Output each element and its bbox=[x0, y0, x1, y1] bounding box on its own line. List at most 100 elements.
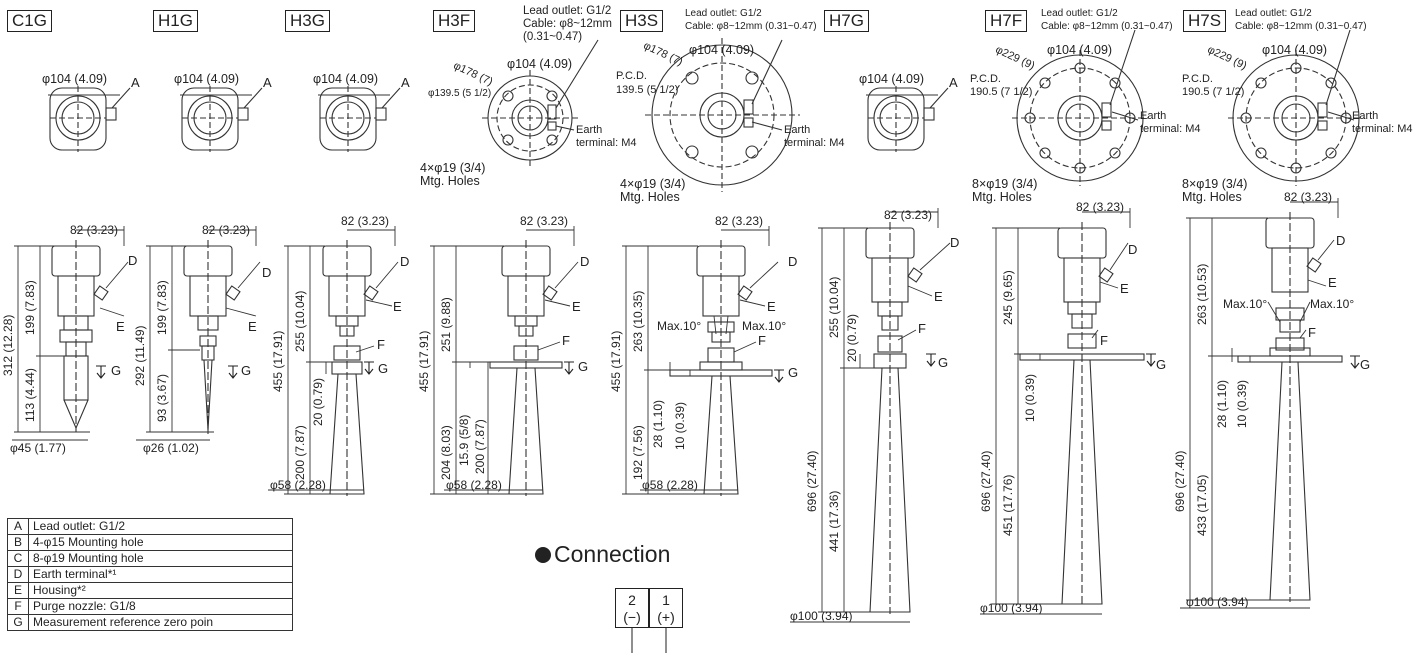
dim-192-h3s: 192 (7.56) bbox=[631, 425, 645, 480]
legend-key: C bbox=[7, 550, 29, 567]
dim-312-c1g: 312 (12.28) bbox=[1, 314, 15, 376]
legend-text: Purge nozzle: G1/8 bbox=[28, 598, 293, 615]
dim-255-h7g: 255 (10.04) bbox=[827, 276, 841, 338]
callout-a-c1g: A bbox=[131, 75, 140, 90]
side-view-h3g bbox=[322, 240, 379, 496]
dim-w82-h7g: 82 (3.23) bbox=[884, 208, 933, 222]
dim-455-h3f: 455 (17.91) bbox=[417, 330, 431, 392]
dim-phi104-h3g: φ104 (4.09) bbox=[313, 72, 379, 86]
callout-e-h3g: E bbox=[393, 299, 402, 314]
legend-text: 8-φ19 Mounting hole bbox=[28, 550, 293, 567]
dim-200-h3f: 200 (7.87) bbox=[473, 419, 487, 474]
dim-w82-h3s: 82 (3.23) bbox=[715, 214, 764, 228]
dim-113-c1g: 113 (4.44) bbox=[23, 368, 37, 422]
callout-d-c1g: D bbox=[128, 253, 138, 268]
callout-a-h3g: A bbox=[401, 75, 410, 90]
callout-f-h7f: F bbox=[1100, 333, 1108, 348]
pcd-label-h7s: P.C.D. bbox=[1182, 73, 1213, 85]
dim-251-h3f: 251 (9.88) bbox=[439, 297, 453, 352]
dim-455-h3g: 455 (17.91) bbox=[271, 330, 285, 392]
dim-phi104-c1g: φ104 (4.09) bbox=[42, 72, 108, 86]
callout-f-h3f: F bbox=[562, 333, 570, 348]
top-view-h3g bbox=[318, 86, 390, 152]
legend-text: Earth terminal*¹ bbox=[28, 566, 293, 583]
dim-phi58-h3f: φ58 (2.28) bbox=[446, 478, 502, 492]
dim-10-h7s: 10 (0.39) bbox=[1235, 379, 1249, 428]
side-view-h1g bbox=[183, 240, 241, 434]
terminal-2: 2 (−) bbox=[615, 588, 649, 628]
terminal-1: 1 (+) bbox=[649, 588, 683, 628]
bullet-icon bbox=[535, 547, 551, 563]
callout-g-h3f: G bbox=[578, 359, 589, 374]
top-view-h3s bbox=[645, 38, 800, 192]
dim-phi104-h7g: φ104 (4.09) bbox=[859, 72, 925, 86]
earth-terminal-h7s: terminal: M4 bbox=[1352, 123, 1413, 135]
dim-w82-h7f: 82 (3.23) bbox=[1076, 200, 1125, 214]
dim-phi104-h3s: φ104 (4.09) bbox=[689, 43, 755, 57]
holes-note-h7s: 8×φ19 (3/4) bbox=[1182, 177, 1248, 191]
dim-28-h3s: 28 (1.10) bbox=[651, 399, 665, 448]
top-view-h7f bbox=[1012, 50, 1148, 186]
dim-245-h7f: 245 (9.65) bbox=[1001, 270, 1015, 325]
side-view-h7f bbox=[1019, 222, 1145, 606]
lead-outlet-note-h3f: Lead outlet: G1/2 bbox=[523, 5, 612, 17]
cable-note-h7f: Cable: φ8~12mm (0.31~0.47) bbox=[1041, 21, 1173, 32]
dim-phi45-c1g: φ45 (1.77) bbox=[10, 441, 66, 455]
holes-note-h7f: 8×φ19 (3/4) bbox=[972, 177, 1038, 191]
earth-terminal-h3s: terminal: M4 bbox=[784, 137, 845, 149]
earth-terminal-h7f: terminal: M4 bbox=[1140, 123, 1201, 135]
terminal-2-sign: (−) bbox=[623, 609, 641, 625]
side-view-h3s bbox=[669, 240, 773, 496]
dim-phi104-h7s: φ104 (4.09) bbox=[1262, 43, 1328, 57]
legend-key: D bbox=[7, 566, 29, 583]
legend-text: Lead outlet: G1/2 bbox=[28, 518, 293, 535]
model-label-h7f: H7F bbox=[985, 10, 1028, 32]
earth-label-h3s: Earth bbox=[784, 124, 811, 136]
dim-w82-h7s: 82 (3.23) bbox=[1284, 190, 1333, 204]
dim-w82-h1g: 82 (3.23) bbox=[202, 223, 251, 237]
legend-key: G bbox=[7, 614, 29, 631]
callout-g-c1g: G bbox=[111, 363, 122, 378]
dim-455-h3s: 455 (17.91) bbox=[609, 330, 623, 392]
legend-text: 4-φ15 Mounting hole bbox=[28, 534, 293, 551]
model-label-h3f: H3F bbox=[433, 10, 476, 32]
dim-263-h3s: 263 (10.35) bbox=[631, 290, 645, 352]
legend-key: E bbox=[7, 582, 29, 599]
callout-f-h7g: F bbox=[918, 321, 926, 336]
dim-10-h7f: 10 (0.39) bbox=[1023, 373, 1037, 422]
connection-title: Connection bbox=[535, 541, 670, 567]
dim-292-h1g: 292 (11.49) bbox=[133, 325, 147, 387]
dim-451-h7f: 451 (17.76) bbox=[1001, 474, 1015, 536]
holes-label-h3s: Mtg. Holes bbox=[620, 190, 680, 204]
dim-phi139-h3f: φ139.5 (5 1/2) bbox=[428, 88, 492, 99]
lead-outlet-note-h7s: Lead outlet: G1/2 bbox=[1235, 8, 1312, 19]
side-view-c1g bbox=[51, 240, 109, 432]
callout-f-h3s: F bbox=[758, 333, 766, 348]
callout-g-h3g: G bbox=[378, 361, 389, 376]
earth-label-h3f: Earth bbox=[576, 124, 603, 136]
terminal-2-number: 2 bbox=[628, 592, 636, 608]
dim-pcd139-h3s: 139.5 (5 1/2) bbox=[616, 84, 679, 96]
terminal-1-number: 1 bbox=[662, 592, 670, 608]
callout-d-h1g: D bbox=[262, 265, 272, 280]
terminal-1-sign: (+) bbox=[657, 609, 675, 625]
dim-phi104-h3f: φ104 (4.09) bbox=[507, 57, 573, 71]
dim-w82-c1g: 82 (3.23) bbox=[70, 223, 119, 237]
top-view-h7s bbox=[1228, 50, 1364, 186]
callout-f-h7s: F bbox=[1308, 325, 1316, 340]
model-label-h3s: H3S bbox=[620, 10, 664, 32]
callout-d-h7g: D bbox=[950, 235, 960, 250]
holes-label-h3f: Mtg. Holes bbox=[420, 174, 480, 188]
top-view-h7g bbox=[866, 86, 938, 152]
dim-696-h7f: 696 (27.40) bbox=[979, 450, 993, 512]
callout-e-h7g: E bbox=[934, 289, 943, 304]
callout-e-h1g: E bbox=[248, 319, 257, 334]
dim-20-h7g: 20 (0.79) bbox=[845, 313, 859, 362]
dim-pcd190-h7s: 190.5 (7 1/2) bbox=[1182, 86, 1245, 98]
dim-phi58-h3g: φ58 (2.28) bbox=[270, 478, 326, 492]
